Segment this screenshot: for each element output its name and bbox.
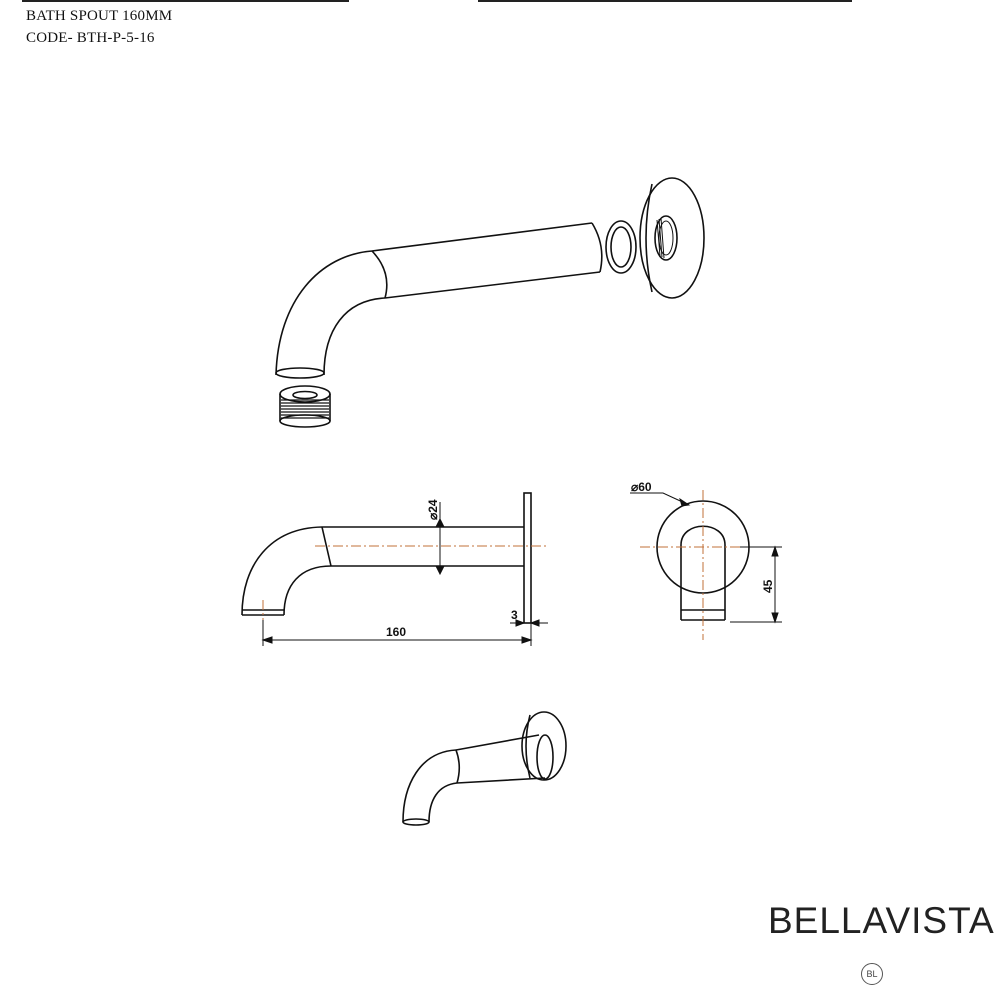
side-bend-outer <box>241 526 323 616</box>
header-rule-left <box>22 0 349 2</box>
tube-end-ellipse <box>591 222 603 273</box>
persp-tube <box>455 734 546 784</box>
persp-bend-outer <box>402 749 457 823</box>
side-tube-joint <box>321 526 332 567</box>
tube-joint-line <box>371 250 388 299</box>
side-bend-inner <box>283 565 332 616</box>
header-rule-right <box>478 0 852 2</box>
spout-bend-inner <box>323 297 386 376</box>
persp-joint <box>455 749 461 784</box>
wall-plate <box>639 177 705 299</box>
dim-3-label: 3 <box>511 608 518 622</box>
dim-45-label: 45 <box>761 579 775 593</box>
dim-160-label: 160 <box>386 625 406 639</box>
dim-60-label: ⌀60 <box>631 480 652 494</box>
perspective-view <box>402 711 567 826</box>
side-elevation: ⌀24 160 3 <box>241 492 548 646</box>
product-code: CODE- BTH-P-5-16 <box>26 30 155 46</box>
dim-160-line <box>262 620 532 646</box>
o-ring-outer <box>605 220 637 274</box>
dim-24-label: ⌀24 <box>426 499 440 520</box>
persp-wall-plate <box>521 711 567 781</box>
side-wall-plate <box>523 492 532 624</box>
product-name: BATH SPOUT 160MM <box>26 8 173 24</box>
exploded-view <box>275 177 705 428</box>
front-elevation: ⌀60 45 <box>630 480 782 640</box>
o-ring-inner <box>610 226 632 268</box>
persp-tube-end <box>536 734 554 780</box>
persp-bend-inner <box>428 782 458 823</box>
spout-outlet <box>275 367 325 379</box>
spout-bend-outer <box>275 250 373 376</box>
spout-tube <box>371 222 601 299</box>
brand-mark: BL <box>861 963 883 985</box>
persp-outlet <box>402 818 430 826</box>
aerator <box>279 385 331 428</box>
brand-logo: BELLAVISTA <box>768 900 995 941</box>
